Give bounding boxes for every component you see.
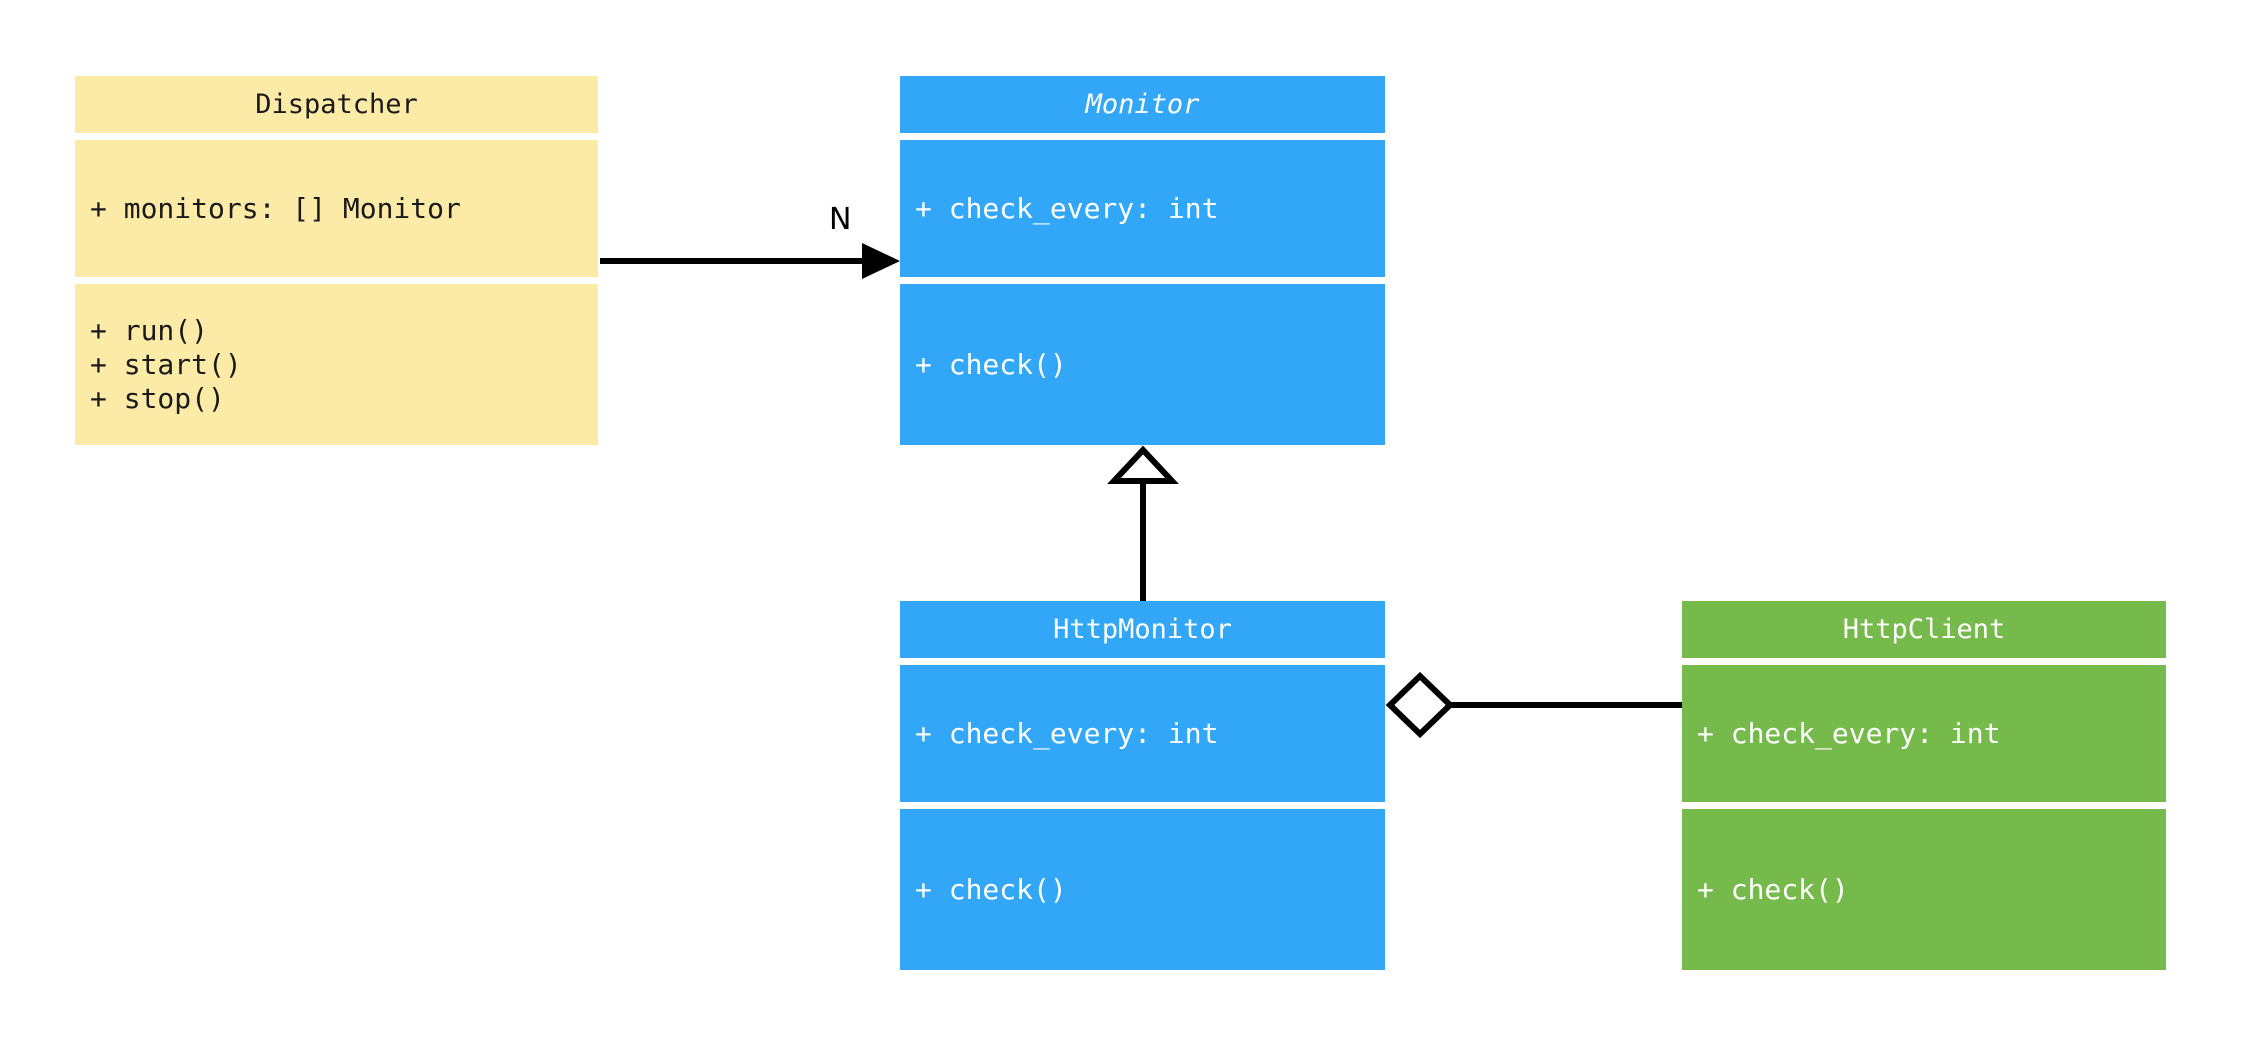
- method-line: + run(): [90, 313, 209, 347]
- class-box-http-client[interactable]: HttpClient + check_every: int + check(): [1682, 601, 2166, 970]
- method-line: + check(): [1697, 872, 1849, 906]
- class-name-monitor: Monitor: [1085, 89, 1200, 120]
- class-name-http-monitor: HttpMonitor: [1053, 614, 1232, 645]
- class-box-monitor[interactable]: Monitor + check_every: int + check(): [900, 76, 1385, 445]
- class-name-dispatcher: Dispatcher: [255, 89, 418, 120]
- attribute-line: + monitors: [] Monitor: [90, 191, 461, 225]
- hollow-triangle-icon: [1107, 445, 1179, 484]
- class-methods-compartment-monitor: + check(): [900, 284, 1385, 445]
- attribute-line: + check_every: int: [915, 716, 1219, 750]
- method-line: + start(): [90, 347, 242, 381]
- method-line: + check(): [915, 872, 1067, 906]
- class-attributes-compartment-monitor: + check_every: int: [900, 140, 1385, 277]
- class-title-compartment-http-monitor: HttpMonitor: [900, 601, 1385, 658]
- filled-arrowhead-icon: [862, 243, 900, 279]
- edge-dispatcher-to-monitor: [600, 243, 900, 279]
- class-methods-compartment-http-client: + check(): [1682, 809, 2166, 970]
- class-box-http-monitor[interactable]: HttpMonitor + check_every: int + check(): [900, 601, 1385, 970]
- hollow-diamond-icon: [1385, 671, 1455, 739]
- method-line: + check(): [915, 347, 1067, 381]
- class-methods-compartment-dispatcher: + run() + start() + stop(): [75, 284, 598, 445]
- method-line: + stop(): [90, 381, 225, 415]
- attribute-line: + check_every: int: [1697, 716, 2001, 750]
- class-attributes-compartment-dispatcher: + monitors: [] Monitor: [75, 140, 598, 277]
- class-name-http-client: HttpClient: [1842, 614, 2006, 645]
- attribute-line: + check_every: int: [915, 191, 1219, 225]
- class-attributes-compartment-http-client: + check_every: int: [1682, 665, 2166, 802]
- edge-label-multiplicity-n: N: [829, 202, 852, 237]
- class-methods-compartment-http-monitor: + check(): [900, 809, 1385, 970]
- class-title-compartment-dispatcher: Dispatcher: [75, 76, 598, 133]
- class-box-dispatcher[interactable]: Dispatcher + monitors: [] Monitor + run(…: [75, 76, 598, 445]
- class-attributes-compartment-http-monitor: + check_every: int: [900, 665, 1385, 802]
- edge-httpmonitor-to-httpclient: [1385, 671, 1682, 739]
- class-title-compartment-monitor: Monitor: [900, 76, 1385, 133]
- class-title-compartment-http-client: HttpClient: [1682, 601, 2166, 658]
- edge-httpmonitor-to-monitor: [1107, 445, 1179, 601]
